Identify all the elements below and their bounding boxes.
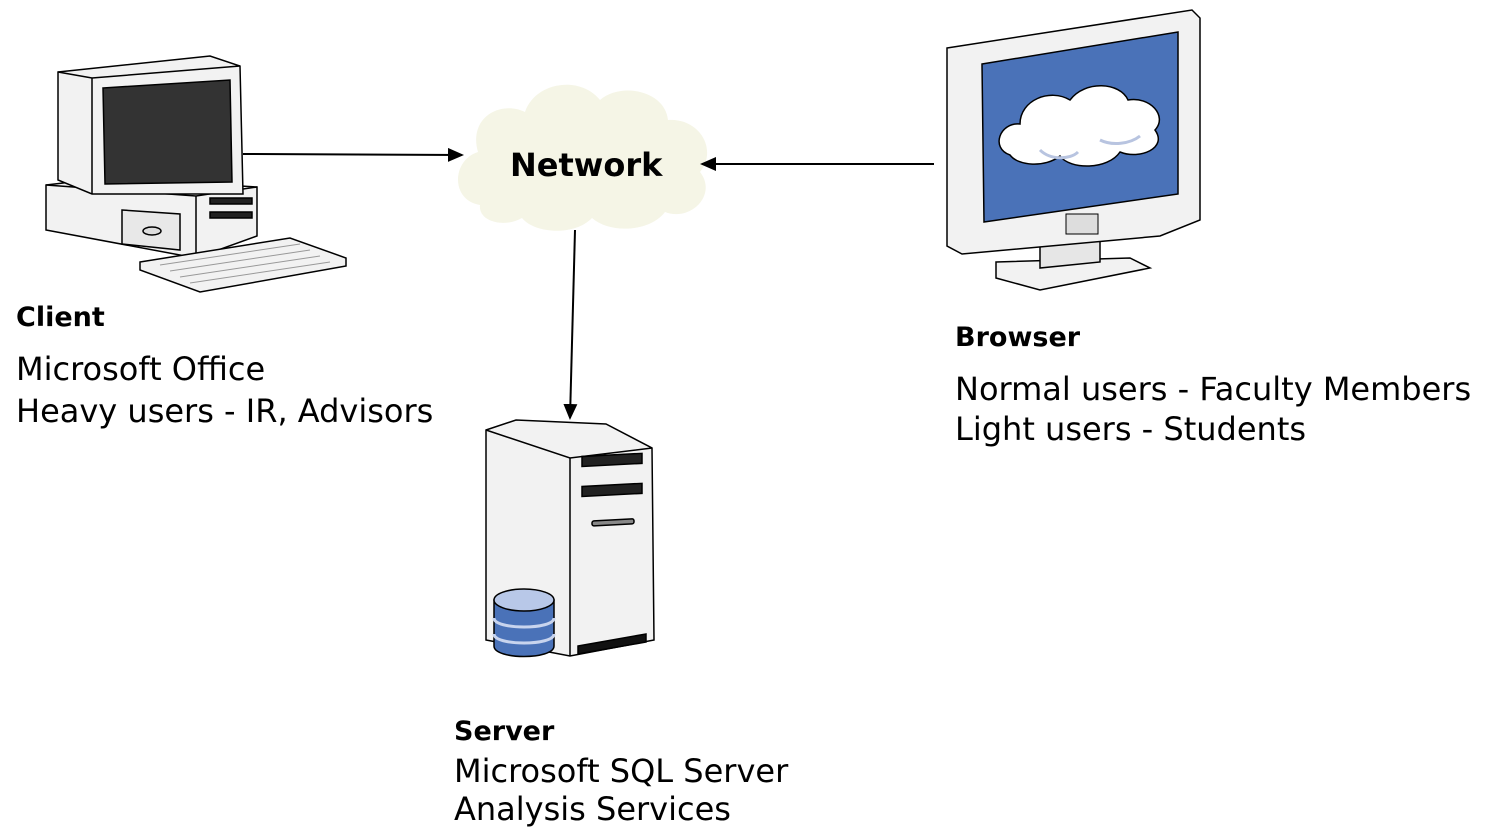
- browser-line-1: Normal users - Faculty Members: [955, 370, 1472, 408]
- client-to-network-arrow: [242, 147, 464, 162]
- server-title: Server: [454, 716, 555, 747]
- network-to-server-arrow: [563, 229, 578, 420]
- browser-line-2: Light users - Students: [955, 410, 1307, 448]
- client-line-1: Microsoft Office: [16, 350, 266, 388]
- network-label: Network: [510, 146, 663, 184]
- database-icon: [492, 588, 556, 658]
- desktop-computer-icon: [45, 55, 347, 293]
- connectors: [242, 147, 934, 420]
- client-line-2: Heavy users - IR, Advisors: [16, 392, 434, 430]
- client-title: Client: [16, 302, 105, 333]
- server-line-1: Microsoft SQL Server: [454, 752, 789, 790]
- monitor-icon: [946, 9, 1201, 291]
- browser-title: Browser: [955, 322, 1081, 353]
- network-cloud-icon: [458, 84, 708, 231]
- browser-cloud-icon: [998, 85, 1161, 167]
- server-line-2: Analysis Services: [454, 790, 731, 828]
